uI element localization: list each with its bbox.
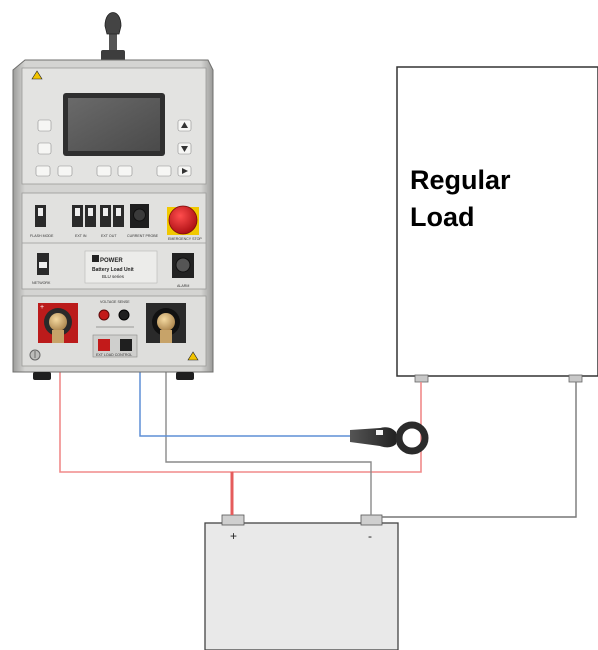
positive-terminal-label: + xyxy=(40,304,44,311)
unit-handle-knob xyxy=(104,12,122,35)
emergency-stop-button[interactable] xyxy=(168,205,198,235)
voltage-sense-positive[interactable] xyxy=(98,309,110,321)
brand-logo-box xyxy=(92,255,99,262)
emergency-stop-label: EMERGENCY STOP xyxy=(168,237,202,241)
model-line1: Battery Load Unit xyxy=(92,267,134,273)
battery-negative-label: - xyxy=(368,529,372,543)
ext-in-switch-2-lever xyxy=(88,208,93,216)
left-button-1[interactable] xyxy=(37,119,52,132)
current-clamp-body xyxy=(350,427,396,448)
network-label: NETWORK xyxy=(32,281,51,285)
regular-load-box xyxy=(396,66,598,377)
terminal-warning-icon xyxy=(187,351,199,361)
positive-terminal-post[interactable] xyxy=(49,313,67,331)
ext-out-label: EXT OUT xyxy=(101,234,117,238)
bottom-button-5[interactable] xyxy=(156,165,172,177)
ext-load-control-label: EXT LOAD CONTROL xyxy=(96,353,132,357)
network-port-plug xyxy=(39,262,47,268)
ext-load-positive[interactable] xyxy=(98,339,110,351)
unit-foot-left xyxy=(33,372,51,380)
model-line2: BLU series xyxy=(102,274,125,279)
bottom-button-1[interactable] xyxy=(35,165,51,177)
alarm-label: ALARM xyxy=(177,284,189,288)
positive-terminal-lug xyxy=(52,330,64,343)
voltage-sense-label: VOLTAGE SENSE xyxy=(100,300,130,304)
unit-foot-right xyxy=(176,372,194,380)
down-arrow-icon xyxy=(181,146,188,152)
current-clamp-jaw xyxy=(395,421,429,455)
current-clamp xyxy=(350,421,429,455)
bottom-button-2[interactable] xyxy=(57,165,73,177)
regular-load-label-line1: Regular xyxy=(410,165,511,195)
ext-in-label: EXT IN xyxy=(75,234,87,238)
up-arrow-icon xyxy=(181,122,188,128)
load-positive-terminal xyxy=(414,374,429,383)
negative-terminal-post[interactable] xyxy=(157,313,175,331)
battery-positive-label: + xyxy=(230,529,237,543)
battery: + - xyxy=(204,514,399,650)
battery-load-unit: FLASH MODE EXT IN EXT OUT CURRENT PROBE … xyxy=(12,12,214,380)
unit-handle-base xyxy=(101,50,125,62)
unit-handle-stem xyxy=(109,28,117,62)
negative-wire-unit-to-battery xyxy=(165,345,372,515)
voltage-sense-negative[interactable] xyxy=(118,309,130,321)
negative-terminal-lug xyxy=(160,330,172,343)
right-arrow-icon xyxy=(182,168,188,174)
negative-wire-battery-to-load xyxy=(382,382,577,518)
bottom-button-4[interactable] xyxy=(117,165,133,177)
display-screen xyxy=(68,98,160,151)
current-probe-socket-ring xyxy=(133,208,146,222)
alarm-socket-ring xyxy=(175,257,191,273)
warning-icon xyxy=(31,70,43,80)
current-probe-label: CURRENT PROBE xyxy=(127,234,159,238)
ext-in-switch-lever xyxy=(75,208,80,216)
brand-logo: POWER xyxy=(100,258,123,264)
battery-negative-post xyxy=(360,514,383,526)
ext-load-negative[interactable] xyxy=(120,339,132,351)
ext-out-switch-lever xyxy=(103,208,108,216)
left-button-2[interactable] xyxy=(37,142,52,155)
battery-body xyxy=(204,522,399,650)
regular-load: Regular Load xyxy=(396,66,598,383)
flash-mode-switch-lever xyxy=(38,208,43,216)
current-clamp-button xyxy=(376,430,383,435)
flash-mode-label: FLASH MODE xyxy=(30,234,54,238)
positive-wire-battery-to-load xyxy=(232,382,422,473)
load-negative-terminal xyxy=(568,374,583,383)
bottom-button-3[interactable] xyxy=(96,165,112,177)
battery-positive-post xyxy=(221,514,245,526)
ext-out-switch-2-lever xyxy=(116,208,121,216)
regular-load-label-line2: Load xyxy=(410,202,475,232)
